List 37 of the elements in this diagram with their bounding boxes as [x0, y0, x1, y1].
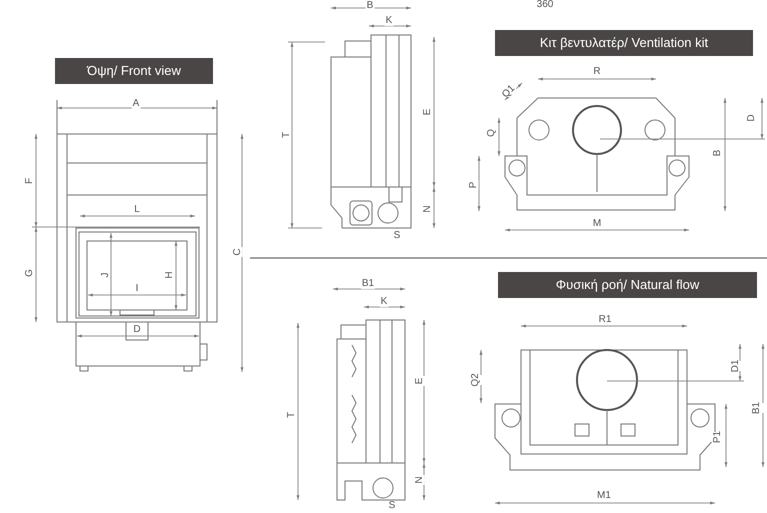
dimension-label: A	[132, 99, 140, 109]
dimension-label: N	[415, 475, 425, 485]
dimension-label: Q1	[501, 87, 517, 97]
dimension-label: T	[288, 410, 296, 420]
dimension-label: B1	[750, 403, 764, 413]
dimension-label: 360	[536, 0, 554, 10]
dimension-label: K	[380, 297, 388, 307]
dimension-label: L	[133, 205, 141, 215]
dimension-label: P	[470, 180, 478, 190]
dimension-label: D	[132, 325, 142, 335]
dimension-label: M	[592, 219, 602, 229]
dimension-label: Q2	[468, 375, 484, 385]
dimension-label: F	[26, 176, 34, 186]
dimension-label: H	[165, 270, 175, 280]
dimension-label: R1	[598, 315, 612, 325]
dimension-label: E	[416, 376, 424, 386]
dimension-label: K	[384, 16, 394, 26]
dimension-label: B	[366, 1, 374, 11]
dimension-label: R	[592, 67, 602, 77]
dimension-label: S	[388, 501, 396, 511]
dimension-label: M1	[596, 491, 612, 501]
dimension-label: D1	[728, 361, 744, 371]
dimension-label: G	[25, 268, 35, 278]
dimension-label: I	[134, 284, 140, 294]
title-banner: Όψη/ Front view	[55, 58, 213, 84]
dimension-label: Q	[487, 128, 497, 138]
dimension-label: B1	[360, 279, 376, 289]
dimension-label: T	[282, 130, 292, 140]
dimension-label: E	[424, 107, 432, 117]
title-banner: Φυσική ροή/ Natural flow	[498, 272, 757, 298]
dimension-label: C	[233, 247, 243, 257]
dimension-label: B	[714, 148, 722, 158]
dimension-label: S	[392, 231, 402, 241]
dimension-label: N	[423, 204, 433, 214]
dimension-label: D	[747, 113, 757, 123]
dimension-label: J	[102, 270, 110, 280]
title-banner: Κιτ βεντυλατέρ/ Ventilation kit	[495, 30, 753, 56]
